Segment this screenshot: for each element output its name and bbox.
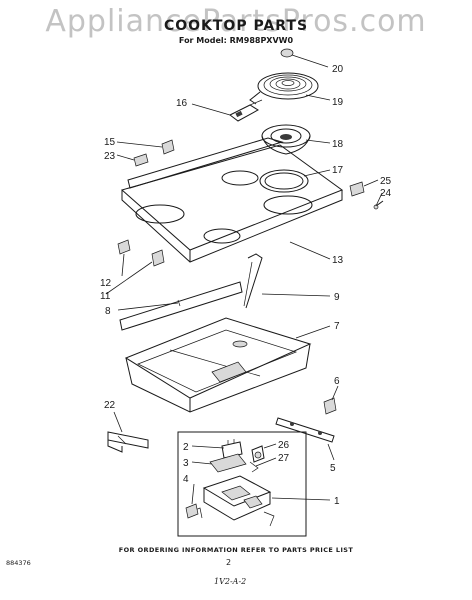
callout-11: 11 <box>100 291 111 302</box>
callout-20: 20 <box>332 64 344 75</box>
callout-1: 1 <box>334 496 340 507</box>
part-11-bracket <box>151 249 165 267</box>
part-18-drip-bowl <box>261 124 311 155</box>
callout-13: 13 <box>332 255 344 266</box>
part-24-screw <box>373 200 384 210</box>
part-27-clip <box>249 461 259 473</box>
callout-24: 24 <box>380 188 392 199</box>
callout-4: 4 <box>183 474 189 485</box>
callout-2: 2 <box>183 442 189 453</box>
callout-12: 12 <box>100 278 112 289</box>
diagram-title: COOKTOP PARTS <box>163 18 309 34</box>
part-12-bracket <box>117 239 131 255</box>
part-8-panel-strip <box>119 281 243 331</box>
part-26-terminal <box>251 445 265 463</box>
callout-labels: 20 16 19 15 18 23 17 25 24 13 12 11 9 8 … <box>100 64 392 507</box>
part-9-rod <box>243 253 263 309</box>
part-20-cap <box>280 48 294 58</box>
part-16-terminal-block <box>229 99 263 122</box>
part-4-clip <box>185 503 199 519</box>
callout-19: 19 <box>332 97 344 108</box>
callout-26: 26 <box>278 440 290 451</box>
callout-17: 17 <box>332 165 344 176</box>
part-1-control-assembly <box>177 431 307 537</box>
part-25-bracket <box>349 181 365 197</box>
callout-7: 7 <box>334 321 340 332</box>
part-2-switch <box>221 439 243 459</box>
part-17-trim-ring <box>259 169 309 193</box>
callout-27: 27 <box>278 453 290 464</box>
watermark: AppliancePartsPros.com <box>45 4 427 39</box>
part-19-element <box>249 72 319 105</box>
page-number: 2 <box>226 558 232 567</box>
part-5-bracket <box>275 417 335 443</box>
callout-16: 16 <box>176 98 188 109</box>
part-7-burner-box <box>124 317 312 413</box>
callout-6: 6 <box>334 376 340 387</box>
leader-lines <box>105 54 383 505</box>
callout-15: 15 <box>104 137 116 148</box>
callout-3: 3 <box>183 458 189 469</box>
part-23-clip <box>133 153 149 167</box>
callout-22: 22 <box>104 400 116 411</box>
callout-9: 9 <box>334 292 340 303</box>
part-22-bracket <box>107 431 149 453</box>
part-6-clip <box>323 397 337 415</box>
model-subtitle: For Model: RM988PXVW0 <box>178 36 294 45</box>
part-15-clip <box>161 139 175 155</box>
handwritten-note: 1V2-A-2 <box>214 577 247 586</box>
part-13-cooktop <box>120 137 344 263</box>
callout-8: 8 <box>105 306 111 317</box>
ordering-note: FOR ORDERING INFORMATION REFER TO PARTS … <box>118 546 354 554</box>
callout-5: 5 <box>330 463 336 474</box>
reference-code: 884376 <box>6 559 31 567</box>
part-3-plate <box>209 453 247 473</box>
callout-18: 18 <box>332 139 344 150</box>
callout-23: 23 <box>104 151 116 162</box>
callout-25: 25 <box>380 176 392 187</box>
